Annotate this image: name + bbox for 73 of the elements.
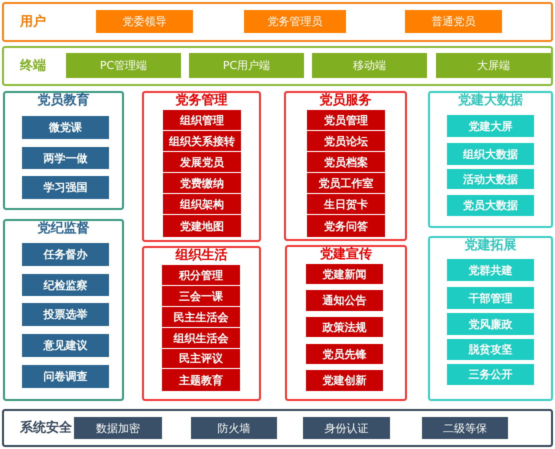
feature-tile: 积分管理 [162, 265, 240, 285]
feature-tile: 组织架构 [163, 194, 241, 214]
feature-tile: 组织关系接转 [163, 131, 241, 151]
feature-tile: 任务督办 [22, 243, 109, 266]
feature-tile: 大屏端 [436, 53, 551, 78]
feature-tile: 学习强国 [22, 176, 109, 199]
feature-tile: 组织生活会 [162, 328, 240, 348]
feature-tile: 党费缴纳 [163, 173, 241, 193]
feature-tile: 主题教育 [162, 369, 240, 391]
feature-tile: 党员工作室 [307, 173, 385, 193]
feature-tile: 通知公告 [306, 290, 383, 311]
feature-tile: 生日贺卡 [307, 194, 385, 214]
feature-tile: 民主生活会 [162, 307, 240, 327]
feature-tile: 三会一课 [162, 286, 240, 306]
panel-frame [3, 219, 124, 401]
band-frame [2, 2, 553, 42]
feature-tile: 党员先锋 [306, 344, 383, 364]
section-title: 党建拓展 [464, 238, 516, 253]
feature-tile: 微党课 [22, 116, 109, 139]
section-title: 用户 [20, 14, 46, 30]
feature-tile: 党员管理 [307, 110, 385, 130]
feature-tile: 活动大数据 [447, 169, 534, 189]
feature-tile: 普通党员 [405, 10, 502, 33]
feature-tile: PC用户端 [189, 53, 304, 78]
feature-tile: 组织大数据 [447, 143, 534, 165]
feature-tile: 党员论坛 [307, 131, 385, 151]
section-title: 党纪监督 [38, 221, 90, 236]
feature-tile: 党建大屏 [447, 115, 534, 137]
feature-tile: 意见建议 [22, 334, 109, 357]
feature-tile: 党群共建 [447, 259, 534, 281]
feature-tile: 党员大数据 [447, 195, 534, 216]
panel-frame [284, 91, 407, 241]
feature-tile: 党务管理员 [244, 10, 346, 33]
feature-tile: 党建新闻 [306, 264, 383, 284]
panel-frame [142, 246, 261, 401]
feature-tile: 干部管理 [447, 287, 534, 309]
feature-tile: 数据加密 [74, 417, 162, 439]
feature-tile: 三务公开 [447, 364, 534, 385]
feature-tile: 脱贫攻坚 [447, 339, 534, 360]
feature-tile: 发展党员 [163, 152, 241, 172]
section-title: 系统安全 [20, 420, 72, 436]
feature-tile: 组织管理 [163, 110, 241, 130]
feature-tile: 投票选举 [22, 303, 109, 326]
feature-tile: 纪检监察 [22, 274, 109, 296]
panel-frame [142, 91, 261, 242]
feature-tile: 政策法规 [306, 317, 383, 337]
feature-tile: 党务问答 [307, 215, 385, 237]
feature-tile: 二级等保 [422, 417, 508, 439]
feature-tile: 党建创新 [306, 370, 383, 391]
feature-tile: 党建地图 [163, 215, 241, 237]
feature-tile: 党风廉政 [447, 313, 534, 335]
panel-frame [285, 245, 407, 401]
panel-frame [428, 91, 553, 228]
section-title: 组织生活 [176, 248, 228, 263]
section-title: 党务管理 [176, 93, 228, 108]
band-frame [2, 409, 553, 447]
feature-tile: 身份认证 [303, 417, 390, 439]
feature-tile: 党员档案 [307, 152, 385, 172]
section-title: 党建宣传 [320, 247, 372, 262]
feature-tile: 移动端 [312, 53, 427, 78]
feature-tile: 防火墙 [191, 417, 277, 439]
feature-tile: PC管理端 [66, 53, 181, 78]
feature-tile: 问卷调查 [22, 365, 109, 388]
panel-frame [428, 236, 553, 401]
section-title: 党员教育 [38, 93, 90, 108]
panel-frame [3, 91, 124, 210]
section-title: 党建大数据 [458, 93, 523, 108]
feature-tile: 两学一做 [22, 147, 109, 169]
feature-tile: 党委领导 [96, 10, 193, 33]
feature-tile: 民主评议 [162, 349, 240, 368]
section-title: 党员服务 [320, 93, 372, 108]
band-frame [2, 46, 553, 86]
section-title: 终端 [20, 58, 46, 74]
